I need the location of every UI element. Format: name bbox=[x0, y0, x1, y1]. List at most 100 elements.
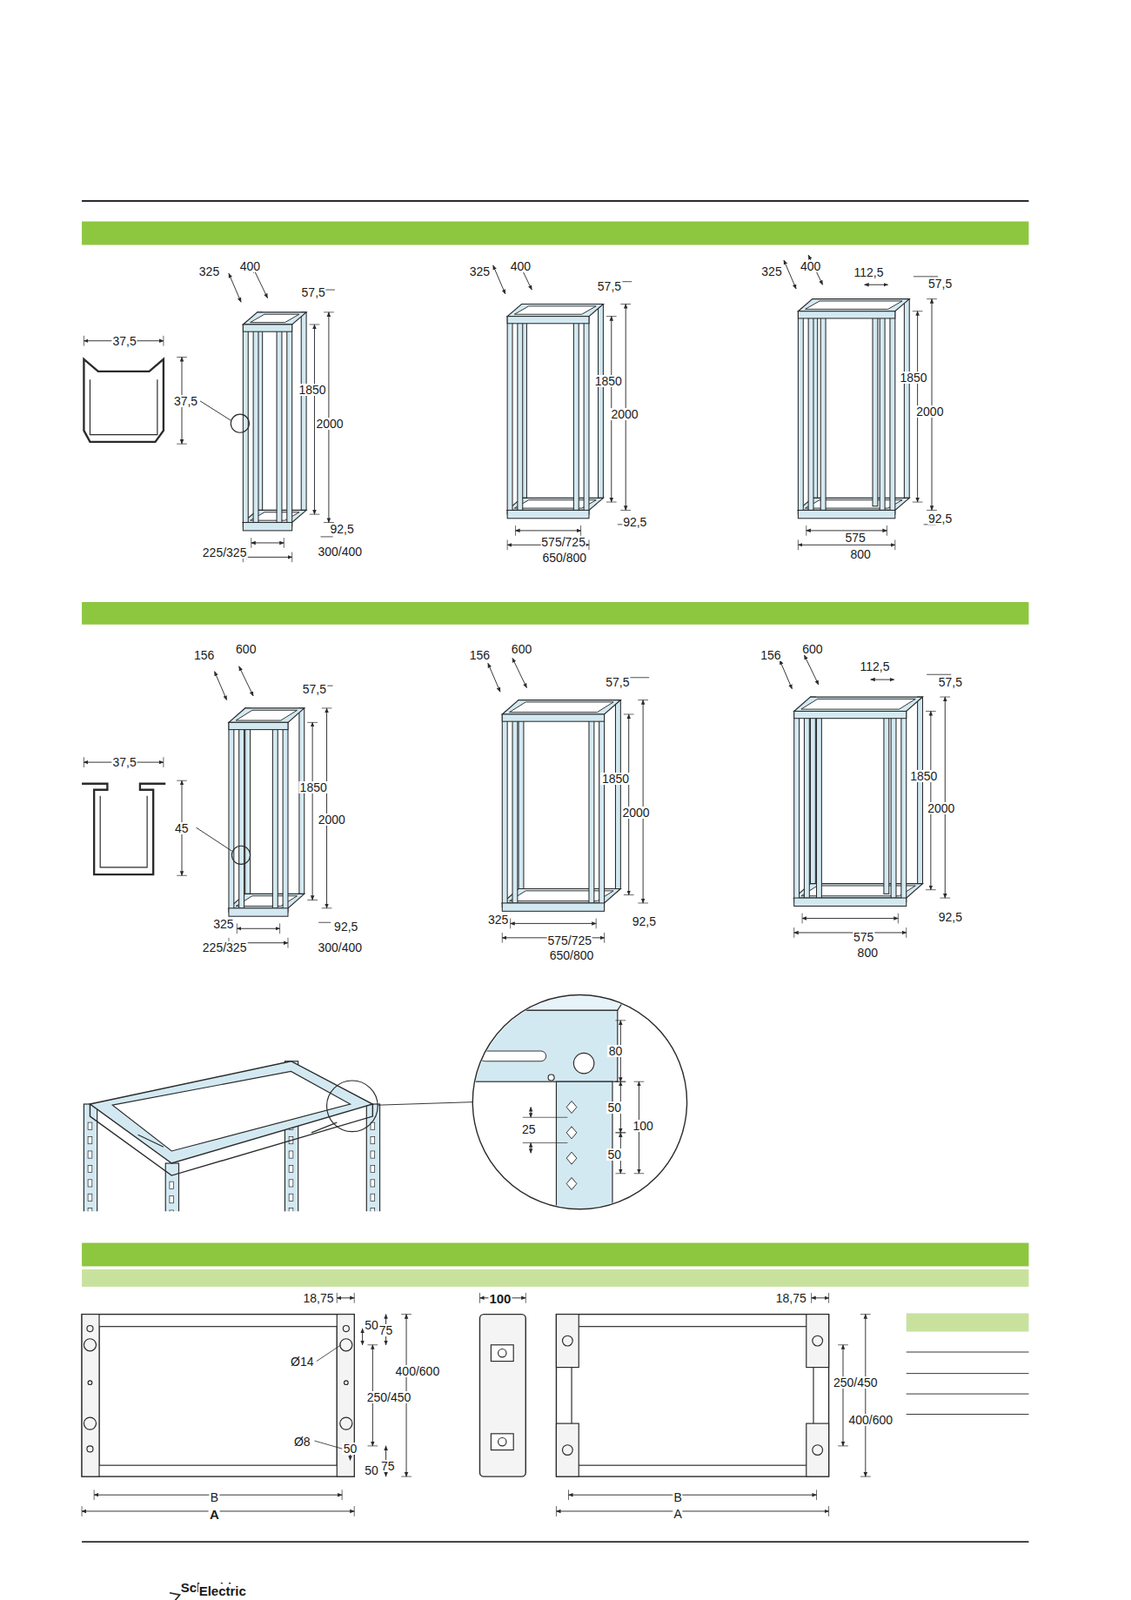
dimension-label: 250/450 bbox=[832, 1376, 879, 1389]
drawing-shape bbox=[288, 1164, 294, 1172]
drawing-line bbox=[354, 1505, 355, 1517]
dimension-label: 2000 bbox=[915, 405, 944, 418]
dimension-line bbox=[864, 284, 889, 286]
dimension-label: 325 bbox=[198, 265, 221, 278]
drawing-line bbox=[81, 1505, 83, 1517]
drawing-line bbox=[606, 315, 617, 317]
drawing-line bbox=[926, 298, 937, 300]
drawing-shape bbox=[890, 311, 896, 515]
drawing-shape bbox=[901, 710, 907, 902]
drawing-shape bbox=[501, 714, 508, 908]
drawing-line bbox=[634, 1172, 645, 1174]
drawing-shape bbox=[797, 509, 895, 518]
dimension-line bbox=[251, 542, 285, 543]
drawing-shape bbox=[299, 708, 305, 894]
drawing-circle bbox=[343, 1380, 348, 1386]
dimension-line bbox=[214, 671, 228, 701]
table-rule bbox=[906, 1393, 1030, 1395]
drawing-shape bbox=[87, 1122, 93, 1130]
dimension-label: 800 bbox=[849, 548, 871, 561]
drawing-shape bbox=[370, 1193, 375, 1201]
dimension-label: 45 bbox=[174, 822, 190, 835]
dimension-label: 300/400 bbox=[316, 545, 363, 558]
drawing-line bbox=[507, 304, 603, 317]
dimension-label: 75 bbox=[378, 1324, 395, 1337]
drawing-shape bbox=[571, 1326, 814, 1466]
drawing-line bbox=[354, 1292, 355, 1304]
section-band bbox=[81, 602, 1029, 625]
drawing-circle bbox=[340, 1338, 353, 1352]
drawing-circle bbox=[498, 1348, 507, 1357]
frame-figure bbox=[507, 304, 603, 519]
dimension-line bbox=[242, 556, 292, 558]
drawing-line bbox=[287, 937, 288, 949]
leader-line bbox=[377, 1102, 473, 1106]
drawing-shape bbox=[169, 1181, 174, 1189]
dimension-label: 25 bbox=[521, 1123, 537, 1136]
dimension-line bbox=[642, 700, 644, 904]
drawing-shape bbox=[797, 311, 804, 515]
drawing-shape bbox=[883, 704, 890, 894]
dimension-label: 400/600 bbox=[394, 1365, 442, 1378]
dimension-label: 112,5 bbox=[859, 660, 891, 673]
dimension-label: Electric bbox=[198, 1583, 248, 1597]
dimension-label: 50 bbox=[607, 1148, 623, 1161]
drawing-shape bbox=[169, 1210, 174, 1212]
drawing-shape bbox=[288, 1151, 294, 1158]
drawing-circle bbox=[548, 1074, 555, 1081]
drawing-shape bbox=[518, 700, 524, 890]
drawing-shape bbox=[276, 326, 282, 522]
dimension-line bbox=[336, 1297, 355, 1299]
drawing-shape bbox=[370, 1179, 375, 1187]
leader-line bbox=[195, 827, 232, 851]
drawing-shape bbox=[288, 1208, 294, 1212]
drawing-line bbox=[100, 796, 148, 868]
drawing-shape bbox=[87, 1193, 93, 1201]
dimension-label: 600 bbox=[234, 642, 257, 656]
dimension-label: Ø8 bbox=[293, 1435, 312, 1448]
drawing-line bbox=[89, 1104, 373, 1176]
drawing-shape bbox=[370, 1137, 375, 1145]
dimension-label: 400 bbox=[509, 260, 532, 273]
drawing-circle bbox=[562, 1335, 573, 1346]
drawing-line bbox=[606, 501, 617, 503]
drawing-line bbox=[615, 1081, 626, 1083]
drawing-shape bbox=[797, 311, 895, 319]
drawing-shape bbox=[501, 903, 604, 911]
dimension-label: 650/800 bbox=[542, 551, 589, 564]
dimension-label: 156 bbox=[468, 649, 491, 662]
drawing-circle bbox=[327, 1080, 379, 1132]
profile-section bbox=[81, 783, 166, 875]
plinth-drawing bbox=[81, 1314, 830, 1477]
drawing-line bbox=[336, 1292, 338, 1304]
drawing-line bbox=[162, 756, 164, 768]
drawing-circle bbox=[812, 1445, 824, 1456]
dimension-label: 325 bbox=[468, 265, 491, 278]
drawing-line bbox=[637, 699, 649, 701]
drawing-line bbox=[401, 1313, 412, 1315]
drawing-shape bbox=[794, 897, 907, 906]
drawing-shape bbox=[890, 713, 897, 898]
dimension-label: 92,5 bbox=[622, 515, 648, 529]
drawing-shape bbox=[288, 1193, 294, 1201]
drawing-line bbox=[321, 907, 333, 909]
dimension-label: 575 bbox=[852, 930, 875, 944]
drawing-shape bbox=[820, 313, 826, 510]
drawing-shape bbox=[87, 1208, 93, 1212]
table-rule bbox=[906, 1351, 1030, 1353]
table-rule bbox=[906, 1372, 1030, 1374]
dimension-label: A bbox=[672, 1507, 683, 1520]
drawing-line bbox=[138, 1134, 164, 1147]
drawing-shape bbox=[555, 1081, 613, 1225]
dimension-label: 600 bbox=[801, 642, 824, 656]
drawing-shape bbox=[253, 326, 259, 522]
detail-view bbox=[469, 995, 629, 1225]
drawing-line bbox=[894, 539, 896, 550]
drawing-circle bbox=[83, 1338, 96, 1352]
drawing-line bbox=[623, 894, 635, 896]
drawing-shape bbox=[370, 1151, 375, 1158]
drawing-line bbox=[508, 890, 614, 902]
dimension-line bbox=[510, 923, 597, 924]
drawing-line bbox=[83, 335, 85, 347]
drawing-line bbox=[250, 537, 252, 549]
